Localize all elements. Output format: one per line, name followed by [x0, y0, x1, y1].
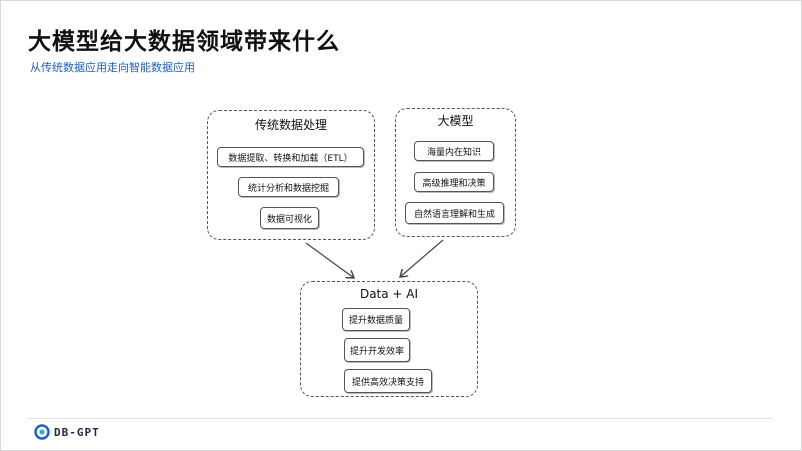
statistics-mining-item: 统计分析和数据挖掘 — [238, 177, 339, 197]
data-ai-group: Data + AI 提升数据质量 提升开发效率 提供高效决策支持 — [300, 281, 478, 397]
nlu-nlg-item: 自然语言理解和生成 — [405, 202, 504, 224]
db-gpt-logo-icon — [34, 424, 50, 440]
data-quality-item: 提升数据质量 — [342, 308, 410, 331]
arrow-traditional-to-data-ai — [305, 242, 354, 278]
traditional-data-group: 传统数据处理 数据提取、转换和加载（ETL） 统计分析和数据挖掘 数据可视化 — [207, 110, 375, 240]
llm-group: 大模型 海量内在知识 高级推理和决策 自然语言理解和生成 — [395, 108, 516, 237]
decision-support-item: 提供高效决策支持 — [344, 369, 432, 393]
traditional-data-title: 传统数据处理 — [254, 118, 327, 132]
data-ai-title: Data + AI — [359, 287, 419, 301]
footer-divider — [28, 418, 773, 419]
visualization-item: 数据可视化 — [260, 207, 319, 229]
db-gpt-logo: DB-GPT — [34, 424, 100, 440]
arrow-llm-to-data-ai — [400, 239, 444, 277]
page-subtitle: 从传统数据应用走向智能数据应用 — [30, 61, 195, 74]
etl-item: 数据提取、转换和加载（ETL） — [217, 147, 364, 167]
page-title: 大模型给大数据领域带来什么 — [28, 29, 340, 55]
knowledge-item: 海量内在知识 — [414, 141, 494, 161]
llm-title: 大模型 — [437, 114, 474, 128]
dev-efficiency-item: 提升开发效率 — [344, 338, 410, 362]
reasoning-item: 高级推理和决策 — [414, 172, 494, 192]
logo-text: DB-GPT — [54, 425, 100, 439]
